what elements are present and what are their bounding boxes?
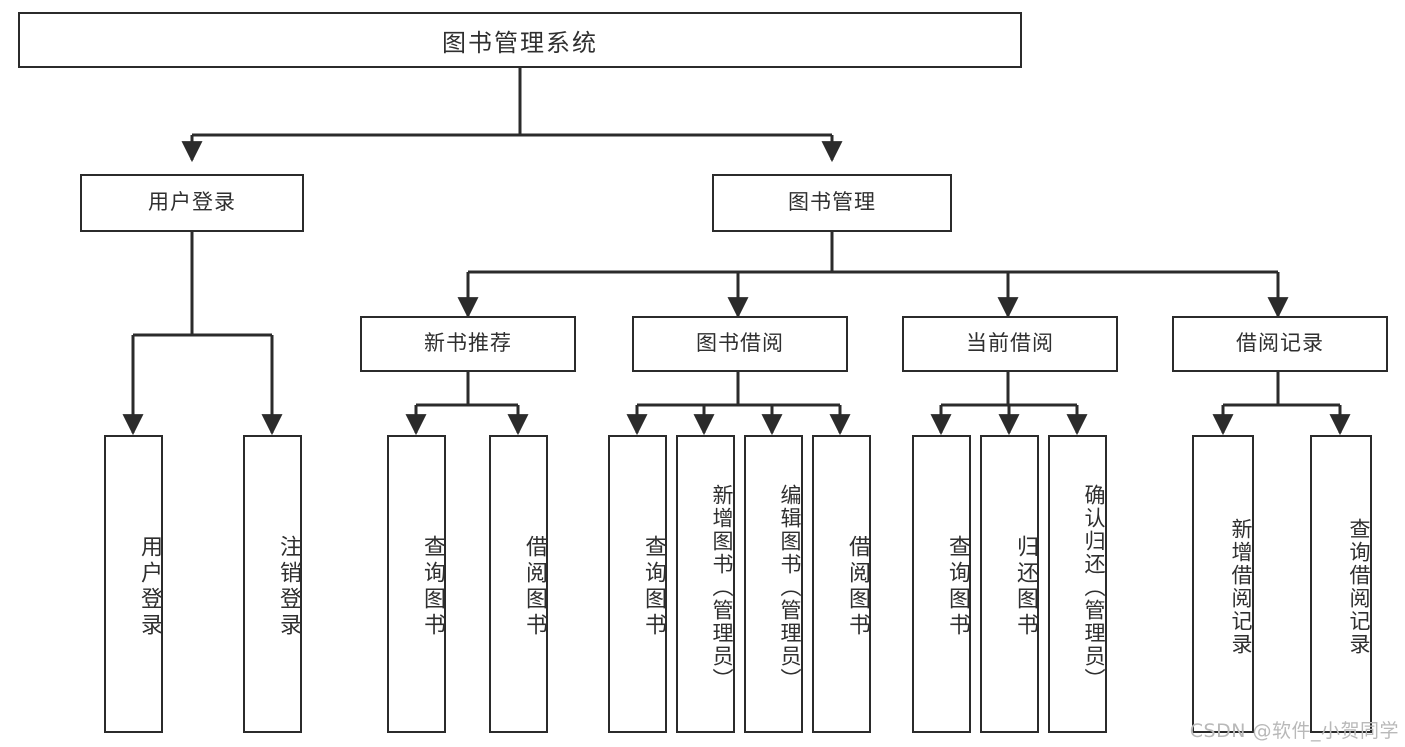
node-label: 借阅图书	[845, 535, 870, 639]
node-label: 注销登录	[276, 535, 301, 639]
leaf-borrow-record-query[interactable]: 查询借阅记录	[1310, 435, 1372, 733]
node-label: 借阅图书	[522, 535, 547, 639]
node-label: 归还图书	[1013, 535, 1038, 639]
leaf-user-login-signin[interactable]: 用户登录	[104, 435, 163, 733]
node-label: 用户登录	[137, 535, 162, 639]
node-label: 用户登录	[148, 190, 236, 215]
node-label: 借阅记录	[1236, 331, 1324, 356]
node-label: 图书借阅	[696, 331, 784, 356]
leaf-new-book-borrow[interactable]: 借阅图书	[489, 435, 548, 733]
node-user-login[interactable]: 用户登录	[80, 174, 304, 232]
leaf-book-borrow-borrow[interactable]: 借阅图书	[812, 435, 871, 733]
node-label: 图书管理	[788, 190, 876, 215]
leaf-new-book-query[interactable]: 查询图书	[387, 435, 446, 733]
node-label: 查询图书	[641, 535, 666, 639]
node-label: 查询图书	[420, 535, 445, 639]
node-root-system[interactable]: 图书管理系统	[18, 12, 1022, 68]
node-label: 编辑图书（管理员）	[778, 483, 802, 691]
leaf-user-login-signout[interactable]: 注销登录	[243, 435, 302, 733]
leaf-current-borrow-query[interactable]: 查询图书	[912, 435, 971, 733]
node-label: 确认归还（管理员）	[1082, 483, 1106, 691]
node-book-management[interactable]: 图书管理	[712, 174, 952, 232]
node-new-book-recommend[interactable]: 新书推荐	[360, 316, 576, 372]
leaf-book-borrow-edit[interactable]: 编辑图书（管理员）	[744, 435, 803, 733]
node-borrow-record[interactable]: 借阅记录	[1172, 316, 1388, 372]
node-current-borrow[interactable]: 当前借阅	[902, 316, 1118, 372]
node-label: 新书推荐	[424, 331, 512, 356]
leaf-current-borrow-confirm-return[interactable]: 确认归还（管理员）	[1048, 435, 1107, 733]
node-label: 新增借阅记录	[1229, 518, 1253, 656]
node-label: 当前借阅	[966, 331, 1054, 356]
node-book-borrow[interactable]: 图书借阅	[632, 316, 848, 372]
node-label: 查询借阅记录	[1347, 518, 1371, 656]
leaf-current-borrow-return[interactable]: 归还图书	[980, 435, 1039, 733]
leaf-book-borrow-add[interactable]: 新增图书（管理员）	[676, 435, 735, 733]
leaf-book-borrow-query[interactable]: 查询图书	[608, 435, 667, 733]
node-label: 图书管理系统	[442, 28, 598, 57]
csdn-watermark: CSDN @软件_小贺同学	[1189, 720, 1399, 742]
node-label: 查询图书	[945, 535, 970, 639]
node-label: 新增图书（管理员）	[710, 483, 734, 691]
leaf-borrow-record-add[interactable]: 新增借阅记录	[1192, 435, 1254, 733]
